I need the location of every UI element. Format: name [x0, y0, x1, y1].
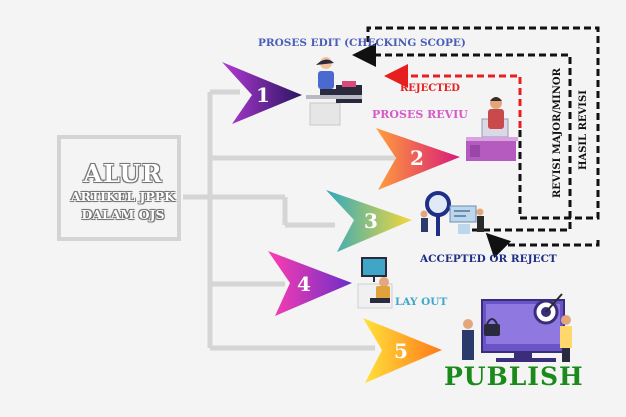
- reviewer-desk-icon: [466, 97, 518, 161]
- step-number-4: 4: [297, 272, 311, 296]
- step-number-5: 5: [394, 339, 408, 363]
- step-arrow-4: 4: [268, 251, 352, 316]
- hasil-revisi-label: HASIL REVISI: [578, 90, 589, 170]
- title-line-3: DALAM OJS: [81, 207, 165, 222]
- step-arrow-3: 3: [326, 190, 412, 252]
- feedback-arrows: [352, 26, 600, 259]
- step-label-1: PROSES EDIT (CHECKING SCOPE): [258, 37, 466, 49]
- title-line-1: ALUR: [83, 159, 163, 188]
- step-arrow-2: 2: [376, 128, 460, 190]
- step-label-4: LAY OUT: [395, 296, 448, 308]
- layout-desk-icon: [357, 257, 393, 309]
- step-arrow-5: 5: [363, 318, 442, 383]
- step-arrow-1: 1: [222, 62, 302, 124]
- revisi-label: REVISI MAJOR/MINOR: [552, 68, 563, 198]
- step-label-5: PUBLISH: [444, 362, 584, 391]
- connector-lines: [183, 89, 395, 351]
- editor-desk-icon: [306, 57, 362, 126]
- magnifier-team-icon: [420, 191, 484, 236]
- step-number-3: 3: [364, 209, 378, 233]
- step-label-2: PROSES REVIU: [372, 108, 468, 121]
- step-label-3: ACCEPTED OR REJECT: [420, 253, 557, 265]
- step-number-1: 1: [256, 83, 270, 107]
- title-line-2: ARTIKEL JPPK: [70, 189, 176, 204]
- publish-monitor-icon: [462, 293, 572, 362]
- rejected-label: REJECTED: [400, 83, 460, 94]
- title-box: ALUR ARTIKEL JPPK DALAM OJS: [57, 135, 181, 241]
- step-number-2: 2: [410, 146, 424, 170]
